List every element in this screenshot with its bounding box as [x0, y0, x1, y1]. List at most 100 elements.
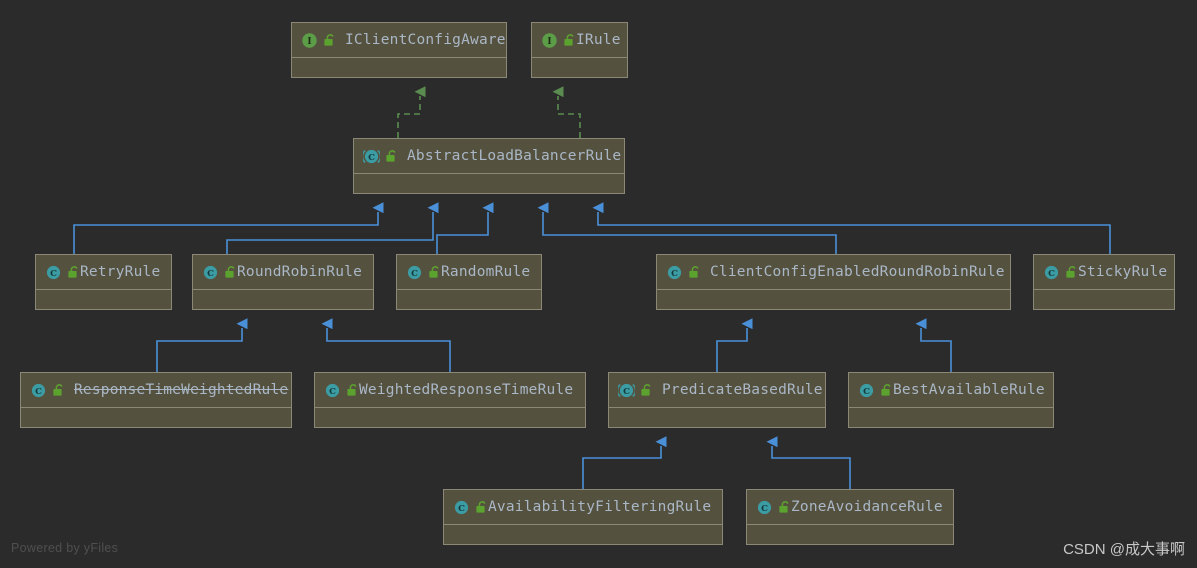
lock-icon — [880, 383, 893, 397]
uml-edge-inheritance-zoneavoidancerule-to-predicatebasedrule — [766, 436, 851, 489]
uml-node-members — [21, 408, 291, 441]
svg-text:C: C — [761, 504, 768, 514]
uml-node-header: I IClientConfigAware — [292, 23, 506, 58]
uml-node-zoneavoidancerule[interactable]: C ZoneAvoidanceRule — [746, 489, 954, 545]
lock-icon — [778, 500, 791, 514]
uml-edge-inheritance-clientconfigenabledroundrobinrule-to-abstractloadbalancerrule — [537, 202, 837, 254]
class-icon: C — [45, 264, 62, 281]
uml-title-wrap: StickyRule — [1078, 264, 1167, 280]
uml-node-header: C RetryRule — [36, 255, 171, 290]
svg-text:C: C — [1048, 269, 1055, 279]
uml-node-header: C WeightedResponseTimeRule — [315, 373, 585, 408]
uml-node-title: WeightedResponseTimeRule — [359, 382, 574, 398]
lock-icon — [323, 33, 336, 47]
abstract-class-icon: C — [363, 148, 380, 165]
lock-icon — [563, 33, 576, 47]
uml-node-members — [657, 290, 1010, 323]
svg-text:C: C — [368, 153, 375, 163]
uml-node-header: C StickyRule — [1034, 255, 1174, 290]
lock-icon — [224, 265, 237, 279]
class-icon: C — [30, 382, 47, 399]
uml-title-wrap: BestAvailableRule — [893, 382, 1045, 398]
uml-edge-inheritance-roundrobinrule-to-abstractloadbalancerrule — [226, 202, 439, 254]
uml-node-title: RandomRule — [441, 264, 531, 280]
uml-node-header: C ZoneAvoidanceRule — [747, 490, 953, 525]
uml-node-iclientconfigaware[interactable]: I IClientConfigAware — [291, 22, 507, 78]
uml-node-header: C ClientConfigEnabledRoundRobinRule — [657, 255, 1010, 290]
uml-node-members — [193, 290, 373, 323]
uml-node-abstractloadbalancerrule[interactable]: C AbstractLoadBalancerRule — [353, 138, 625, 194]
class-icon: C — [858, 382, 875, 399]
class-icon: C — [1043, 264, 1060, 281]
lock-icon — [640, 383, 653, 397]
uml-node-members — [1034, 290, 1174, 323]
uml-node-retryrule[interactable]: C RetryRule — [35, 254, 172, 310]
uml-node-members — [444, 525, 722, 558]
uml-node-members — [292, 58, 506, 91]
uml-node-header: C BestAvailableRule — [849, 373, 1053, 408]
uml-node-title: BestAvailableRule — [893, 382, 1045, 398]
uml-node-title: AbstractLoadBalancerRule — [407, 148, 622, 164]
interface-icon: I — [301, 32, 318, 49]
uml-node-header: I IRule — [532, 23, 627, 58]
lock-icon — [385, 149, 398, 163]
uml-node-members — [747, 525, 953, 558]
uml-node-title: IClientConfigAware — [345, 32, 506, 48]
lock-icon — [428, 265, 441, 279]
svg-text:C: C — [329, 387, 336, 397]
class-icon: C — [453, 499, 470, 516]
uml-node-roundrobinrule[interactable]: C RoundRobinRule — [192, 254, 374, 310]
uml-title-wrap: RetryRule — [80, 264, 160, 280]
abstract-class-icon: C — [618, 382, 635, 399]
uml-node-weightedresponsetimerule[interactable]: C WeightedResponseTimeRule — [314, 372, 586, 428]
uml-title-wrap: IRule — [576, 32, 621, 48]
uml-title-wrap: ZoneAvoidanceRule — [791, 499, 943, 515]
uml-edge-inheritance-randomrule-to-abstractloadbalancerrule — [436, 202, 494, 254]
svg-text:C: C — [623, 387, 630, 397]
uml-edge-inheritance-stickyrule-to-abstractloadbalancerrule — [592, 202, 1111, 254]
uml-edge-inheritance-responsetimeweightedrule-to-roundrobinrule — [156, 318, 248, 372]
uml-node-title: ResponseTimeWeightedRule — [74, 382, 289, 398]
uml-node-title: ClientConfigEnabledRoundRobinRule — [710, 264, 1005, 280]
svg-text:I: I — [307, 37, 311, 47]
uml-title-wrap: RandomRule — [441, 264, 530, 280]
svg-text:C: C — [458, 504, 465, 514]
svg-text:C: C — [207, 269, 214, 279]
lock-icon — [1065, 265, 1078, 279]
svg-text:I: I — [547, 37, 551, 47]
svg-text:C: C — [671, 269, 678, 279]
uml-edge-inheritance-bestavailablerule-to-clientconfigenabledroundrobinrule — [915, 318, 952, 372]
uml-edge-realization-abstractloadbalancerrule-to-irule — [552, 86, 581, 138]
lock-icon — [346, 383, 359, 397]
lock-icon — [688, 265, 701, 279]
uml-node-members — [609, 408, 825, 441]
uml-title-wrap: AvailabilityFilteringRule — [488, 499, 711, 515]
uml-node-header: C RoundRobinRule — [193, 255, 373, 290]
uml-node-clientconfigenabledroundrobinrule[interactable]: C ClientConfigEnabledRoundRobinRule — [656, 254, 1011, 310]
uml-node-title: RetryRule — [80, 264, 161, 280]
uml-node-stickyrule[interactable]: C StickyRule — [1033, 254, 1175, 310]
uml-node-header: C RandomRule — [397, 255, 541, 290]
uml-edge-inheritance-predicatebasedrule-to-clientconfigenabledroundrobinrule — [716, 318, 753, 372]
uml-node-title: RoundRobinRule — [237, 264, 363, 280]
uml-title-wrap: WeightedResponseTimeRule — [359, 382, 573, 398]
class-icon: C — [406, 264, 423, 281]
uml-node-responsetimeweightedrule[interactable]: C ResponseTimeWeightedRule — [20, 372, 292, 428]
lock-icon — [67, 265, 80, 279]
csdn-watermark: CSDN @成大事啊 — [1063, 541, 1185, 558]
class-icon: C — [666, 264, 683, 281]
uml-edge-realization-abstractloadbalancerrule-to-iclientconfigaware — [397, 86, 426, 138]
uml-edge-inheritance-weightedresponsetimerule-to-roundrobinrule — [321, 318, 451, 372]
yfiles-watermark: Powered by yFiles — [11, 541, 119, 555]
uml-node-predicatebasedrule[interactable]: C PredicateBasedRule — [608, 372, 826, 428]
uml-node-randomrule[interactable]: C RandomRule — [396, 254, 542, 310]
uml-edge-inheritance-availabilityfilteringrule-to-predicatebasedrule — [582, 436, 667, 489]
lock-icon — [475, 500, 488, 514]
uml-node-bestavailablerule[interactable]: C BestAvailableRule — [848, 372, 1054, 428]
uml-node-header: C PredicateBasedRule — [609, 373, 825, 408]
uml-node-members — [849, 408, 1053, 441]
uml-node-availabilityfilteringrule[interactable]: C AvailabilityFilteringRule — [443, 489, 723, 545]
uml-node-members — [354, 174, 624, 207]
uml-node-irule[interactable]: I IRule — [531, 22, 628, 78]
